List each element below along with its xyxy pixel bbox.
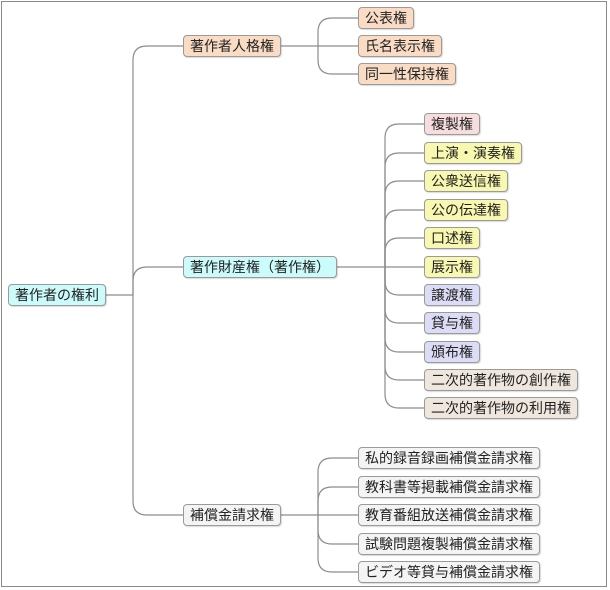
connector-line xyxy=(384,152,424,267)
branch-node-compensation-rights[interactable]: 補償金請求権 xyxy=(183,504,281,526)
leaf-node[interactable]: 複製権 xyxy=(424,113,480,135)
leaf-node[interactable]: 口述権 xyxy=(424,227,480,249)
leaf-node[interactable]: 教育番組放送補償金請求権 xyxy=(358,504,540,526)
branch-node-property-rights[interactable]: 著作財産権（著作権） xyxy=(183,256,337,278)
leaf-node[interactable]: 教科書等掲載補償金請求権 xyxy=(358,476,540,498)
connector-line xyxy=(317,17,358,46)
connector-line xyxy=(384,267,424,409)
leaf-node[interactable]: 二次的著作物の利用権 xyxy=(424,397,578,419)
leaf-node[interactable]: ビデオ等貸与補償金請求権 xyxy=(358,561,540,583)
root-node[interactable]: 著作者の権利 xyxy=(8,284,106,306)
connector-line xyxy=(132,295,183,516)
leaf-node[interactable]: 氏名表示権 xyxy=(358,35,442,57)
connector-line xyxy=(384,180,424,267)
connector-line xyxy=(384,209,424,267)
leaf-node[interactable]: 試験問題複製補償金請求権 xyxy=(358,533,540,555)
leaf-node[interactable]: 頒布権 xyxy=(424,341,480,363)
leaf-node[interactable]: 公表権 xyxy=(358,7,414,29)
leaf-node[interactable]: 上演・演奏権 xyxy=(424,142,522,164)
leaf-node[interactable]: 私的録音録画補償金請求権 xyxy=(358,447,540,469)
connector-line xyxy=(317,486,358,515)
leaf-node[interactable]: 同一性保持権 xyxy=(358,63,456,85)
leaf-node[interactable]: 公衆送信権 xyxy=(424,170,508,192)
connector-line xyxy=(317,457,358,515)
connector-line xyxy=(384,123,424,267)
connector-line xyxy=(384,267,424,296)
leaf-node[interactable]: 公の伝達権 xyxy=(424,199,508,221)
leaf-node[interactable]: 貸与権 xyxy=(424,312,480,334)
connector-line xyxy=(384,237,424,267)
connector-line xyxy=(384,267,424,353)
connector-line xyxy=(317,46,358,75)
leaf-node[interactable]: 展示権 xyxy=(424,256,480,278)
connector-line xyxy=(132,266,183,295)
connector-line xyxy=(317,515,358,545)
leaf-node[interactable]: 二次的著作物の創作権 xyxy=(424,369,578,391)
connector-line xyxy=(317,515,358,573)
connector-line xyxy=(132,45,183,295)
branch-node-moral-rights[interactable]: 著作者人格権 xyxy=(183,35,281,57)
leaf-node[interactable]: 譲渡権 xyxy=(424,284,480,306)
